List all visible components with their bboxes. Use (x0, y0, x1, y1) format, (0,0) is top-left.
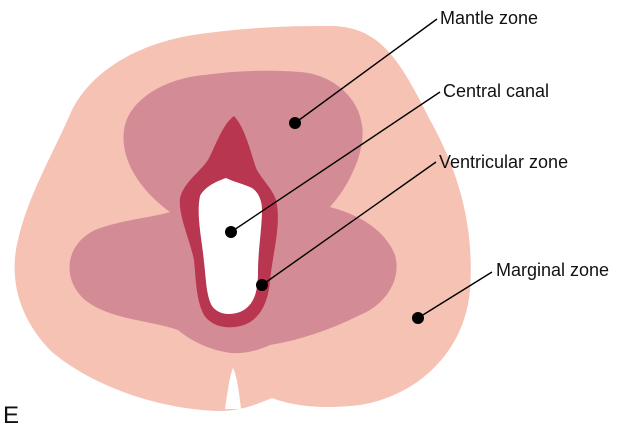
central-canal-region (198, 178, 262, 314)
pointer-dot-ventricular-zone (256, 279, 268, 291)
dorsal-median-fissure (225, 368, 241, 409)
leader-line-ventricular-zone (261, 161, 437, 286)
pointer-dot-mantle-zone (289, 117, 301, 129)
panel-letter-label: E (3, 402, 20, 429)
marginal-zone-label: Marginal zone (496, 260, 610, 280)
leader-line-mantle-zone (294, 18, 438, 124)
central-canal-label: Central canal (443, 81, 550, 101)
ventricular-zone-label: Ventricular zone (439, 152, 569, 172)
pointer-dot-central-canal (225, 226, 237, 238)
mantle-zone-label: Mantle zone (440, 8, 539, 28)
leader-line-central-canal (230, 91, 441, 233)
leader-line-marginal-zone (417, 271, 493, 319)
pointer-dot-marginal-zone (412, 312, 424, 324)
